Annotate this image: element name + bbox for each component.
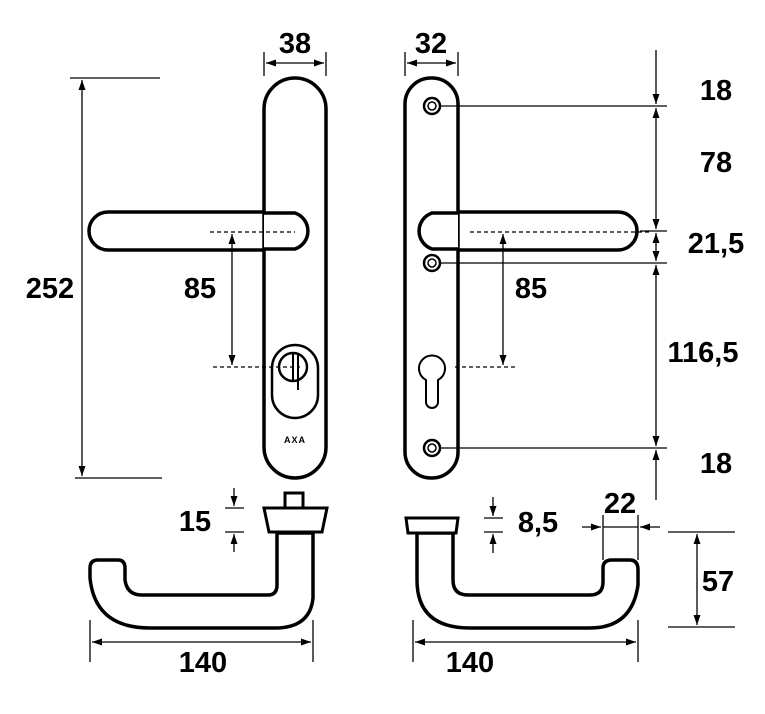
- dim-hole-bottom-offset: 18: [700, 448, 732, 480]
- dim-plate-width-left: 38: [279, 28, 311, 60]
- left-lever-rose: [264, 211, 310, 251]
- dim-handle-length-right: 140: [446, 647, 494, 679]
- keyhole-icon: [418, 354, 446, 409]
- dim-handle-length-left: 140: [179, 647, 227, 679]
- right-handle-side-view: [404, 516, 640, 630]
- screw-hole-icons: [422, 96, 442, 458]
- left-handle-front-view: AXA: [87, 76, 328, 480]
- dim-grip-diameter: 22: [604, 488, 636, 520]
- dim-rose-height-left: 15: [179, 506, 211, 538]
- dim-hole-top-offset: 18: [700, 75, 732, 107]
- dim-plate-height: 252: [26, 273, 74, 305]
- dim-center-distance-left: 85: [184, 273, 216, 305]
- dim-center-distance-right: 85: [515, 273, 547, 305]
- dim-plate-width-right: 32: [415, 28, 447, 60]
- left-handle-side-view: [88, 491, 329, 630]
- dim-top-hole-to-handle: 78: [700, 147, 732, 179]
- dim-mid-to-bottom-hole: 116,5: [668, 337, 739, 369]
- right-backplate: [403, 76, 460, 480]
- dim-handle-to-mid-hole: 21,5: [688, 228, 744, 260]
- dim-handle-projection: 57: [702, 566, 734, 598]
- right-lever-rose: [417, 211, 458, 251]
- brand-logo: AXA: [284, 435, 306, 445]
- right-handle-front-view: [403, 76, 639, 480]
- dim-rose-height-right: 8,5: [518, 507, 558, 539]
